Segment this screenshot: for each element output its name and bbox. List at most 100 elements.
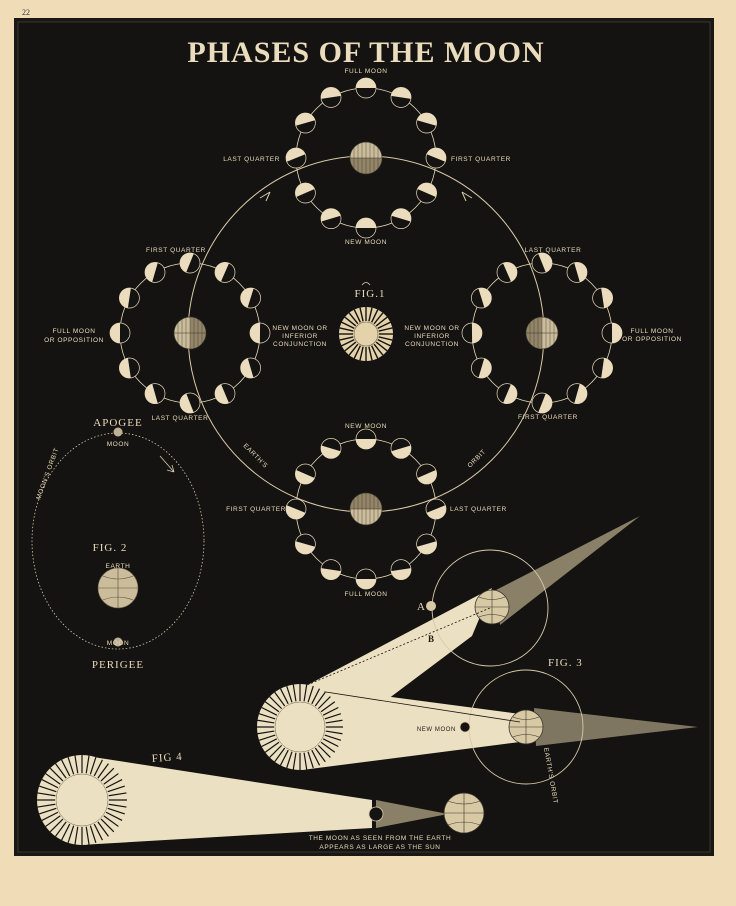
orbit-arrow-icon	[461, 191, 473, 202]
fig1-label: FIG.1	[355, 288, 386, 300]
fig3-point-a: A	[417, 601, 426, 613]
moon-phase-icon	[592, 357, 613, 379]
fig2-earth-label: EARTH	[106, 563, 131, 570]
fig1-right-inner-label-2: INFERIOR	[414, 333, 450, 340]
fig2-moon-perigee	[113, 637, 123, 647]
moon-phase-icon	[390, 438, 412, 459]
moon-phase-icon	[471, 287, 492, 309]
fig4-moon	[368, 806, 384, 822]
earth-icon	[173, 316, 207, 350]
fig2-perigee-label: PERIGEE	[92, 659, 144, 671]
fig3-ray-line	[299, 687, 521, 723]
moon-phase-icon	[240, 357, 261, 379]
moon-phase-icon	[355, 217, 377, 239]
fig4-caption-line-2: APPEARS AS LARGE AS THE SUN	[319, 844, 440, 851]
fig1-left-bottom-label: LAST QUARTER	[152, 415, 209, 422]
fig2-moon-bottom-label: MOON	[107, 640, 130, 647]
fig3-light-cone-lower	[300, 685, 520, 770]
fig3-shadow-lower	[534, 708, 698, 746]
moon-phase-icon	[119, 287, 140, 309]
fig1-right-top-label: LAST QUARTER	[525, 247, 582, 254]
moon-phase-icon	[416, 182, 437, 204]
fig3-moon-a	[426, 601, 436, 611]
fig3-earth-top	[474, 589, 510, 625]
moon-phase-icon	[416, 533, 437, 555]
fig1-bottom-left-label: FIRST QUARTER	[226, 506, 286, 513]
moon-phase-icon	[416, 463, 437, 485]
moon-phase-icon	[390, 559, 412, 580]
moon-phase-icon	[425, 498, 447, 520]
moon-phase-icon	[425, 147, 447, 169]
fig1-top-new-label: NEW MOON	[345, 239, 387, 246]
fig1-left-inner-label-2: INFERIOR	[282, 333, 318, 340]
fig3-shadow-upper	[496, 516, 640, 625]
earth-icon	[525, 316, 559, 350]
fig3-earth-bottom	[508, 709, 544, 745]
plate-title: PHASES OF THE MOON	[187, 36, 544, 69]
fig1-bottom-right-label: LAST QUARTER	[450, 506, 507, 513]
moon-phase-icon	[531, 252, 553, 274]
fig4-light-cone	[80, 755, 372, 845]
fig1-right-inner-label-1: NEW MOON OR	[404, 325, 459, 332]
moon-phase-icon	[144, 383, 166, 404]
fig1-right-bottom-label: FIRST QUARTER	[518, 414, 578, 421]
fig4-caption-line-1: THE MOON AS SEEN FROM THE EARTH	[309, 835, 452, 842]
moon-phase-icon	[249, 322, 271, 344]
moon-phase-icon	[566, 383, 588, 404]
fig1-left-inner-label-3: CONJUNCTION	[273, 341, 327, 348]
fig4-sun	[37, 755, 127, 845]
moon-phase-icon	[295, 533, 316, 555]
moon-phase-icon	[320, 87, 342, 108]
moon-phase-icon	[531, 392, 553, 414]
moon-phase-icon	[471, 357, 492, 379]
fig3-sun	[257, 684, 343, 770]
fig3-new-moon-label: NEW MOON	[417, 727, 456, 733]
fig1-sun	[339, 307, 393, 361]
moon-phase-icon	[496, 262, 518, 283]
moon-phase-icon	[285, 147, 307, 169]
fig1-left-inner-label-1: NEW MOON OR	[272, 325, 327, 332]
moon-phase-icon	[320, 559, 342, 580]
moon-phase-icon	[295, 112, 316, 134]
moon-phase-icon	[295, 182, 316, 204]
fig1-bottom-full-label: FULL MOON	[344, 591, 387, 598]
fig2-moon-top-label: MOON	[107, 441, 130, 448]
fig2-apogee-label: APOGEE	[93, 417, 142, 429]
moon-phase-icon	[355, 568, 377, 590]
moon-phase-icon	[285, 498, 307, 520]
moon-phase-icon	[355, 428, 377, 450]
moon-phase-icon	[566, 262, 588, 283]
fig1-top-full-label: FULL MOON	[344, 68, 387, 75]
moon-phase-icon	[144, 262, 166, 283]
moon-phase-icon	[461, 322, 483, 344]
moon-phase-icon	[119, 357, 140, 379]
moon-phase-icon	[214, 262, 236, 283]
fig2-moon-orbit	[31, 432, 205, 650]
earth-icon	[349, 141, 383, 175]
fig1-left-outer-label-1: FULL MOON	[52, 328, 95, 335]
moon-phase-icon	[496, 383, 518, 404]
fig4-label: FIG 4	[151, 751, 183, 765]
moon-phase-icon	[355, 77, 377, 99]
fig1-right-inner-label-3: CONJUNCTION	[405, 341, 459, 348]
moon-phase-icon	[179, 392, 201, 414]
moon-phase-icon	[601, 322, 623, 344]
fig1-right-outer-label-2: OR OPPOSITION	[622, 336, 682, 343]
orbit-arrow-icon	[259, 191, 271, 202]
fig1-top-right-label: FIRST QUARTER	[451, 156, 511, 163]
fig2-moon-apogee	[113, 427, 123, 437]
moon-phase-icon	[240, 287, 261, 309]
fig4-shadow-cone	[376, 800, 448, 828]
fig2-label: FIG. 2	[93, 542, 128, 554]
earth-icon	[349, 492, 383, 526]
fig1-bottom-new-label: NEW MOON	[345, 423, 387, 430]
moon-phase-icon	[416, 112, 437, 134]
fig3-point-b: B	[428, 634, 434, 644]
moon-phase-icon	[390, 208, 412, 229]
fig4-earth	[443, 792, 485, 834]
moon-phase-icon	[592, 287, 613, 309]
moon-phase-icon	[390, 87, 412, 108]
fig3-new-moon	[459, 721, 471, 733]
